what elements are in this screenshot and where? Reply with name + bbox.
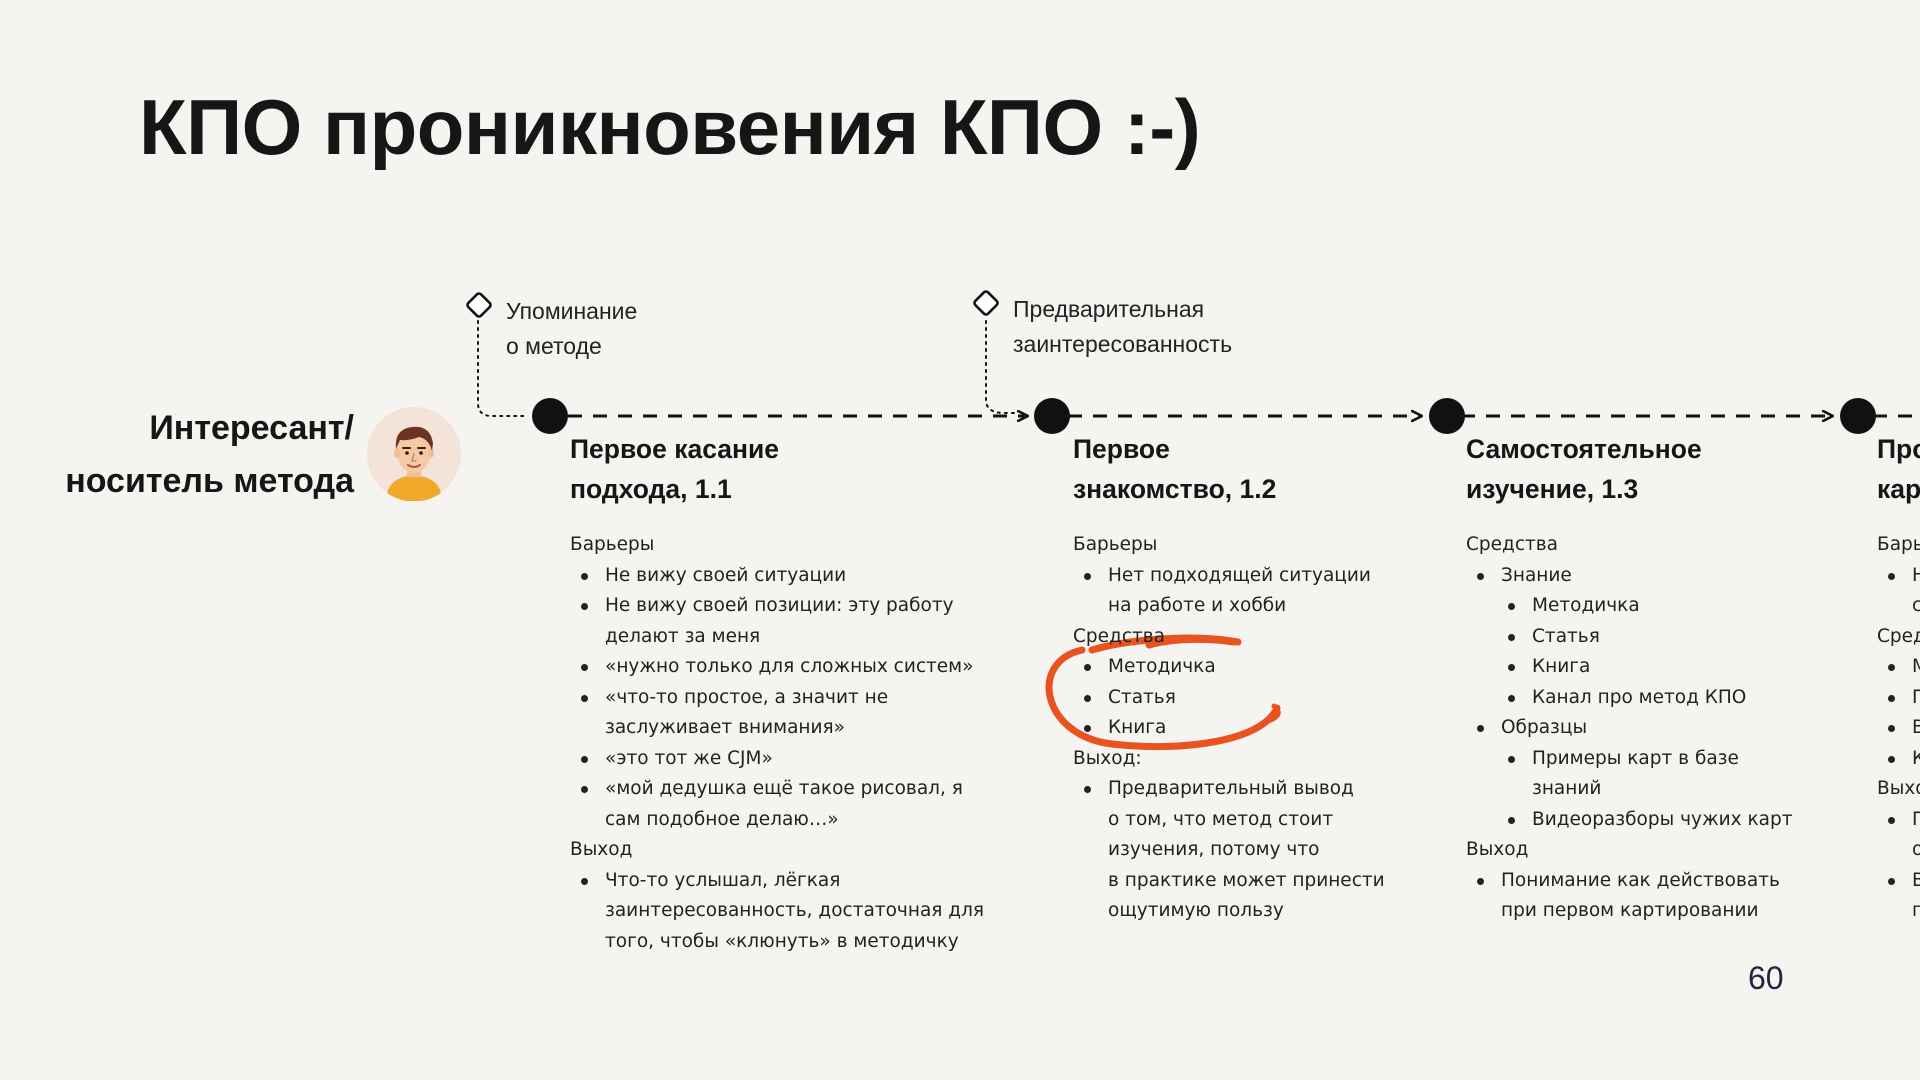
- list-item: «что-то простое, а значит не: [570, 683, 984, 714]
- section-heading: Барьеры: [1073, 534, 1158, 555]
- list-item: Методичка: [1466, 591, 1793, 622]
- list-item: Не вижу своей ситуации: [570, 561, 984, 592]
- bullet-list: МПрВіКа: [1877, 652, 1920, 774]
- bullet-list: Нси: [1877, 561, 1920, 622]
- stage-title-line: Самостоятельное: [1466, 434, 1702, 464]
- list-item: ощутимую пользу: [1108, 900, 1284, 921]
- stage-title-line: карт: [1877, 474, 1920, 504]
- bullet-list: Что-то услышал, лёгкая заинтересованность…: [570, 866, 984, 958]
- diamond-icon: [973, 290, 999, 316]
- list-item: Вс: [1877, 866, 1920, 897]
- section-heading: Средства: [1073, 625, 1166, 647]
- actor-label-line: носитель метода: [65, 462, 354, 500]
- list-item: в практике может принести: [1108, 869, 1385, 891]
- trigger-label-line: Упоминание: [506, 298, 638, 324]
- list-item: Книга: [1466, 652, 1793, 683]
- list-item: оп: [1912, 839, 1920, 860]
- stage-node: [1840, 398, 1876, 434]
- section-heading: Выход: [1466, 839, 1529, 860]
- bullet-list: Нет подходящей ситуации на работе и хобби: [1073, 561, 1385, 622]
- list-item: Нет подходящей ситуации: [1073, 561, 1385, 592]
- list-item: Статья: [1466, 622, 1793, 653]
- section-heading: Выход:: [1073, 747, 1142, 769]
- stage-node: [1429, 398, 1465, 434]
- list-item: Пр: [1877, 805, 1920, 836]
- list-item: на работе и хобби: [1108, 595, 1287, 616]
- list-item: Не вижу своей позиции: эту работу: [570, 591, 984, 622]
- list-item: знаний: [1532, 778, 1602, 799]
- list-item: Ві: [1877, 713, 1920, 744]
- section-heading: Средс: [1877, 625, 1920, 647]
- list-item: изучения, потому что: [1108, 839, 1320, 860]
- stage-title: Самостоятельное изучение, 1.3: [1466, 429, 1702, 509]
- list-item: заинтересованность, достаточная для: [605, 900, 985, 921]
- list-item: Статья: [1073, 683, 1385, 714]
- list-item: Знание: [1466, 561, 1793, 592]
- bullet-list: Предварительный вывод о том, что метод ст…: [1073, 774, 1385, 927]
- list-item: М: [1877, 652, 1920, 683]
- trigger-label-line: заинтересованность: [1013, 331, 1233, 357]
- list-item: Примеры карт в базе: [1466, 744, 1793, 775]
- stage-title: Первое знакомство, 1.2: [1073, 429, 1276, 509]
- section-heading: Выход: [570, 839, 633, 860]
- list-item: заслуживает внимания»: [605, 717, 845, 738]
- list-item: делают за меня: [605, 625, 761, 647]
- person-avatar-icon: [367, 407, 461, 501]
- list-item: «нужно только для сложных систем»: [570, 652, 984, 683]
- stage-title: Первое касание подхода, 1.1: [570, 429, 779, 509]
- actor-label: Интересант/ носитель метода: [14, 402, 354, 508]
- list-item: Ка: [1877, 744, 1920, 775]
- list-item: «это тот же CJM»: [570, 744, 984, 775]
- list-item: Что-то услышал, лёгкая: [570, 866, 984, 897]
- section-heading: Барье: [1877, 534, 1920, 555]
- stage-title-line: Первое: [1073, 434, 1170, 464]
- trigger-label: Упоминание о методе: [506, 294, 637, 364]
- list-item: Предварительный вывод: [1073, 774, 1385, 805]
- list-item: Пр: [1877, 683, 1920, 714]
- list-item: того, чтобы «клюнуть» в методичку: [605, 930, 959, 952]
- list-item: Видеоразборы чужих карт: [1466, 805, 1793, 836]
- trigger-label-line: Предварительная: [1013, 296, 1205, 322]
- stage-body: БарьеНсиСредсМПрВіКаВыходПропВспр: [1877, 530, 1920, 927]
- slide-title: КПО проникновения КПО :-): [139, 83, 1201, 171]
- actor-label-line: Интересант/: [149, 409, 354, 447]
- list-item: Образцы: [1466, 713, 1793, 744]
- stage-title-line: Про: [1877, 434, 1920, 464]
- stage-title-line: знакомство, 1.2: [1073, 474, 1277, 504]
- trigger-label: Предварительная заинтересованность: [1013, 292, 1232, 362]
- section-heading: Средства: [1466, 534, 1559, 555]
- stage-node: [532, 398, 568, 434]
- list-item: Н: [1877, 561, 1920, 592]
- trigger-label-line: о методе: [506, 333, 602, 359]
- list-item: Понимание как действовать: [1466, 866, 1793, 897]
- bullet-list: Пр опВс пр: [1877, 805, 1920, 927]
- diamond-icon: [466, 292, 492, 318]
- stage-title: Про карт: [1877, 429, 1920, 509]
- trigger-leader: [985, 320, 1017, 414]
- list-item: Методичка: [1073, 652, 1385, 683]
- list-item: Книга: [1073, 713, 1385, 744]
- list-item: «мой дедушка ещё такое рисовал, я: [570, 774, 984, 805]
- list-item: при первом картировании: [1501, 900, 1759, 921]
- page-number: 60: [1748, 960, 1784, 996]
- list-item: Канал про метод КПО: [1466, 683, 1793, 714]
- section-heading: Барьеры: [570, 534, 655, 555]
- stage-title-line: изучение, 1.3: [1466, 474, 1639, 504]
- list-item: пр: [1912, 900, 1920, 921]
- stage-title-line: подхода, 1.1: [570, 474, 732, 504]
- stage-title-line: Первое касание: [570, 434, 780, 464]
- section-heading: Выход: [1877, 778, 1920, 799]
- stage-node: [1034, 398, 1070, 434]
- list-item: сам подобное делаю…»: [605, 808, 839, 830]
- list-item: о том, что метод стоит: [1108, 808, 1334, 830]
- list-item: си: [1912, 595, 1920, 616]
- bullet-list: Понимание как действовать при первом карт…: [1466, 866, 1793, 927]
